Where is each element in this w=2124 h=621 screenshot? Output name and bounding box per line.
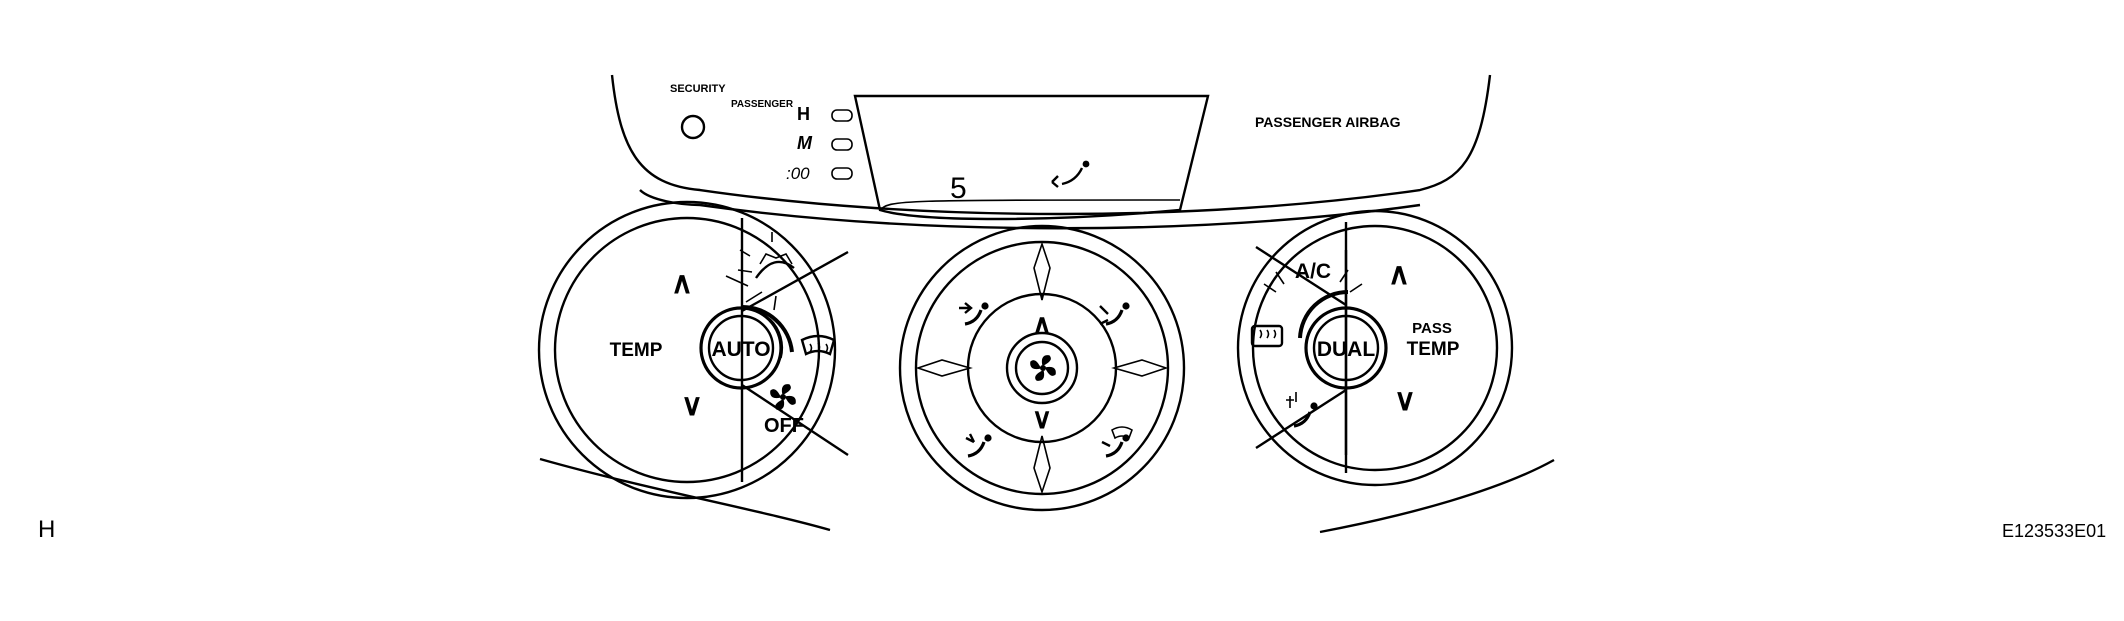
display-panel [610, 74, 1492, 230]
security-label: SECURITY [670, 83, 726, 95]
left-trim-line [539, 457, 831, 532]
indicator-led-h [831, 109, 853, 122]
off-label: OFF [764, 415, 804, 437]
indicator-led-m [831, 138, 853, 151]
left-temp-down-button[interactable]: ∨ [681, 389, 703, 422]
passenger-airbag-label: PASSENGER AIRBAG [1255, 114, 1401, 130]
center-fan-icon [1030, 355, 1056, 381]
figure-label: H [38, 516, 55, 543]
ac-button[interactable]: A/C [1263, 260, 1363, 293]
left-temp-label: TEMP [610, 340, 663, 361]
rear-defogger-icon[interactable] [800, 334, 836, 356]
foot-defrost-button[interactable] [1101, 426, 1133, 458]
figure-code: E123533E01 [2002, 521, 2106, 541]
security-indicator-icon [680, 114, 706, 140]
face-vent-icon [959, 302, 989, 326]
mode-vent-icon [1051, 160, 1090, 188]
recirculation-button[interactable] [1286, 392, 1318, 428]
foot-button[interactable] [965, 433, 992, 458]
center-dial [898, 224, 1186, 512]
left-temp-up-button[interactable]: ∧ [671, 267, 693, 300]
right-temp-label: TEMP [1407, 339, 1460, 360]
center-fan-up-button[interactable]: ∧ [1032, 309, 1053, 340]
fan-icon [770, 384, 796, 410]
foot-defrost-icon [1101, 426, 1133, 458]
bi-level-button[interactable] [1099, 302, 1130, 326]
right-dial [1236, 209, 1514, 487]
indicator-led-00 [831, 167, 853, 180]
auto-label: AUTO [711, 338, 770, 361]
right-temp-up-button[interactable]: ∧ [1388, 258, 1410, 291]
rear-window-defogger-icon [1250, 324, 1284, 348]
bi-level-icon [1099, 302, 1130, 326]
right-temp-down-button[interactable]: ∨ [1394, 384, 1416, 417]
recirculation-icon [1286, 392, 1318, 428]
passenger-label: PASSENGER [731, 99, 794, 110]
indicator-m-label: M [797, 133, 813, 153]
face-vent-button[interactable] [959, 302, 989, 326]
left-dial [537, 200, 849, 500]
display-value: 5 [950, 172, 967, 205]
right-trim-line [1319, 458, 1555, 534]
ac-label: A/C [1295, 260, 1331, 283]
indicator-h-label: H [797, 104, 810, 124]
center-fan-down-button[interactable]: ∨ [1032, 403, 1053, 434]
indicator-00-label: :00 [786, 164, 810, 183]
foot-icon [965, 433, 992, 458]
pass-label: PASS [1412, 320, 1452, 337]
rear-window-defogger-button[interactable] [1250, 324, 1284, 348]
auto-button[interactable]: AUTO [699, 306, 783, 390]
dual-button[interactable]: DUAL [1304, 306, 1388, 390]
windshield-auto-icon[interactable] [725, 232, 795, 311]
fan-off-button[interactable]: OFF [764, 384, 804, 437]
dual-label: DUAL [1317, 338, 1375, 361]
